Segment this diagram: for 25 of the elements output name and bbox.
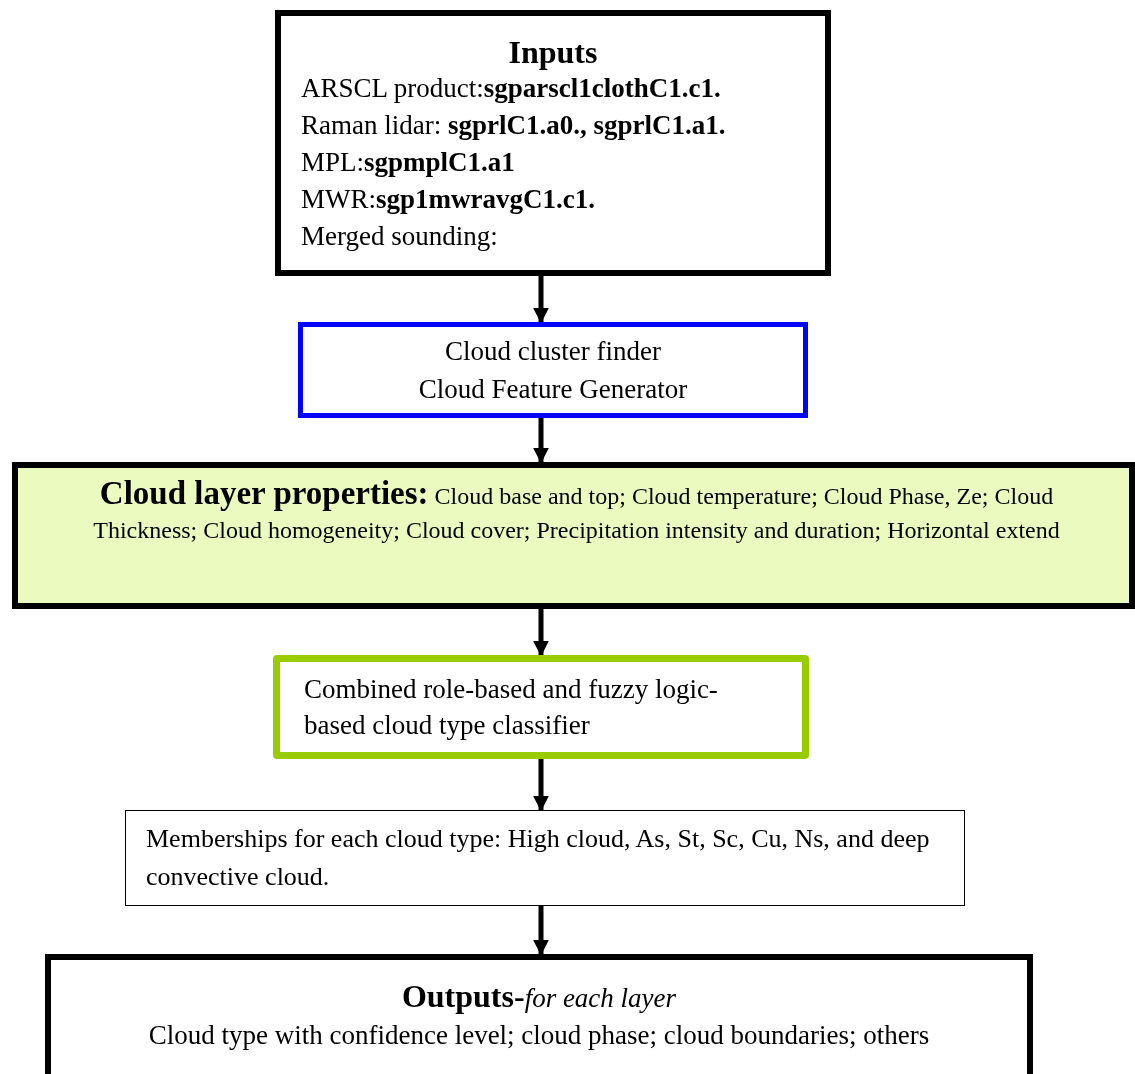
properties-text: Cloud layer properties: Cloud base and top; Cloud temperature; Cloud Phase, Ze; Cloud Thickness; Cloud homogeneity; Cloud cover; Precipitation intensity and duration; Horizontal extend xyxy=(92,476,1061,545)
arrow xyxy=(533,759,549,812)
properties-box xyxy=(12,462,1135,609)
memberships-box xyxy=(125,810,965,906)
heading-note: for each layer xyxy=(524,982,677,1013)
input-line: MWR:sgp1mwravgC1.c1. xyxy=(301,183,596,216)
input-line: MPL:sgpmplC1.a1 xyxy=(301,146,516,179)
inputs-box xyxy=(275,10,831,276)
box-heading: Inputs xyxy=(507,34,599,70)
process-text: Cloud Feature Generator xyxy=(418,373,688,406)
outputs-text: Cloud type with confidence level; cloud phase; cloud boundaries; others xyxy=(148,1019,930,1052)
classifier-text: Combined role-based and fuzzy logic-based cloud type classifier xyxy=(304,673,719,742)
process-text: Cloud cluster finder xyxy=(445,335,661,368)
classifier-box xyxy=(273,655,809,759)
input-line: Merged sounding: xyxy=(301,220,499,253)
input-line: ARSCL product:sgparscl1clothC1.c1. xyxy=(301,72,722,105)
box-heading: Outputs- xyxy=(401,978,525,1014)
input-line: Raman lidar: sgprlC1.a0., sgprlC1.a1. xyxy=(301,109,727,142)
outputs-box xyxy=(45,954,1033,1074)
memberships-text: Memberships for each cloud type: High cloud, As, St, Sc, Cu, Ns, and deep convective cloud. xyxy=(146,823,931,893)
arrow xyxy=(533,418,549,464)
arrow xyxy=(533,276,549,324)
arrow xyxy=(533,906,549,956)
process-box xyxy=(298,322,808,418)
arrow xyxy=(533,609,549,657)
